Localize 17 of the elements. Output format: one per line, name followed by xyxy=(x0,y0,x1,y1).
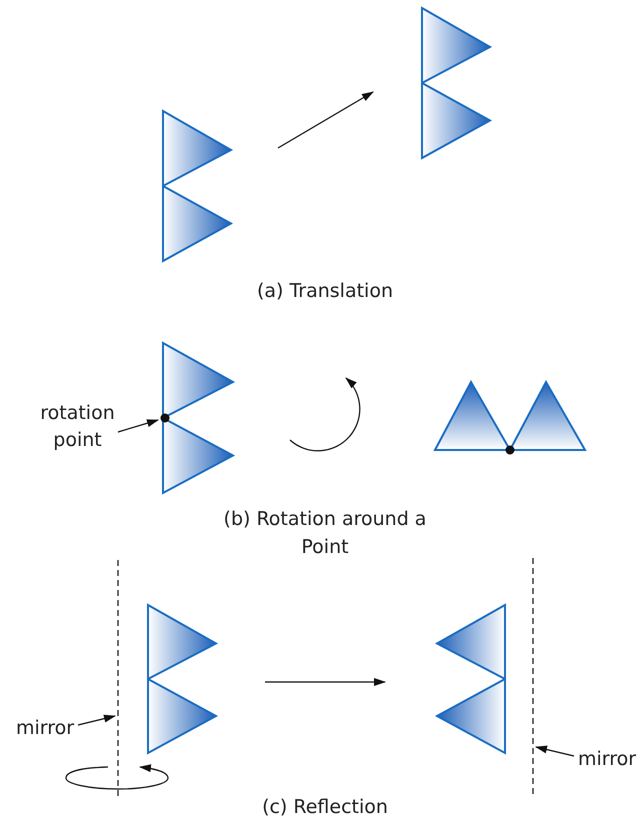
caption-label: (c) Reflection xyxy=(261,795,389,820)
arrow xyxy=(265,678,386,686)
leader-line xyxy=(118,419,159,433)
leader-line xyxy=(535,746,574,757)
caption-label: (a) Translation xyxy=(256,279,394,304)
flag-drawing xyxy=(421,7,491,159)
flag-drawing xyxy=(162,342,234,494)
flag-drawing xyxy=(436,604,506,754)
caption-label: (b) Rotation around a Point xyxy=(222,507,428,560)
callout-text: mirror xyxy=(10,715,80,742)
callout-text: mirror xyxy=(574,746,640,773)
flag-drawing xyxy=(147,604,217,754)
arrow xyxy=(278,91,374,149)
flag-drawing xyxy=(162,110,232,262)
rotation-point-dot xyxy=(160,413,170,423)
callout-text: rotation point xyxy=(30,400,125,454)
leader-line xyxy=(78,714,116,726)
